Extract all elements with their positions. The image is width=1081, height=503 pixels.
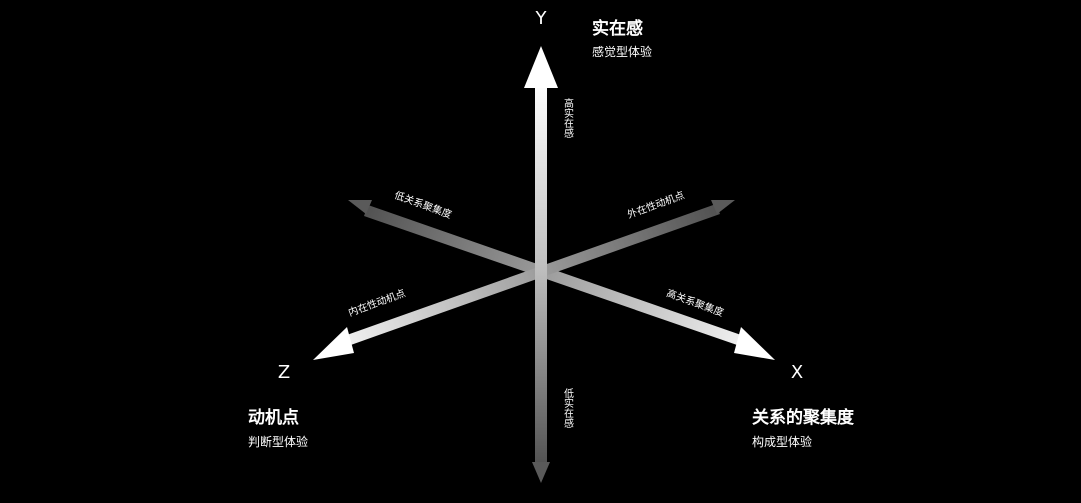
z-axis-arrow xyxy=(313,200,735,360)
x-axis-arrow xyxy=(348,200,775,360)
y-dimension-title: 实在感 xyxy=(592,18,643,39)
y-dimension-caption: 实在感 感觉型体验 xyxy=(592,18,652,59)
z-negative-label: 外在性动机点 xyxy=(625,188,686,221)
y-axis-shaft xyxy=(535,84,547,466)
z-dimension-caption: 动机点 判断型体验 xyxy=(248,407,308,449)
y-axis-head-positive xyxy=(524,46,558,88)
y-dimension-subtitle: 感觉型体验 xyxy=(592,44,652,59)
z-dimension-title: 动机点 xyxy=(248,407,299,428)
z-axis-head-negative xyxy=(711,200,735,214)
x-dimension-caption: 关系的聚集度 构成型体验 xyxy=(752,407,855,449)
y-negative-label: 低实在感 xyxy=(562,387,574,428)
z-axis-letter: Z xyxy=(278,362,290,383)
z-dimension-subtitle: 判断型体验 xyxy=(248,434,308,449)
x-axis-head-positive xyxy=(734,327,775,360)
x-dimension-subtitle: 构成型体验 xyxy=(752,434,812,449)
x-dimension-title: 关系的聚集度 xyxy=(752,407,855,428)
x-axis-shaft xyxy=(364,205,744,346)
z-axis-shaft xyxy=(344,204,720,346)
y-axis-head-negative xyxy=(532,462,550,483)
x-negative-label: 低关系聚集度 xyxy=(393,188,454,221)
y-axis-letter: Y xyxy=(535,8,548,29)
y-positive-label: 高实在感 xyxy=(562,97,574,138)
x-axis-head-negative xyxy=(348,200,372,214)
y-axis-arrow xyxy=(524,46,558,483)
x-axis-letter: X xyxy=(791,362,803,383)
z-axis-head-positive xyxy=(313,327,354,360)
z-positive-label: 内在性动机点 xyxy=(346,286,407,319)
